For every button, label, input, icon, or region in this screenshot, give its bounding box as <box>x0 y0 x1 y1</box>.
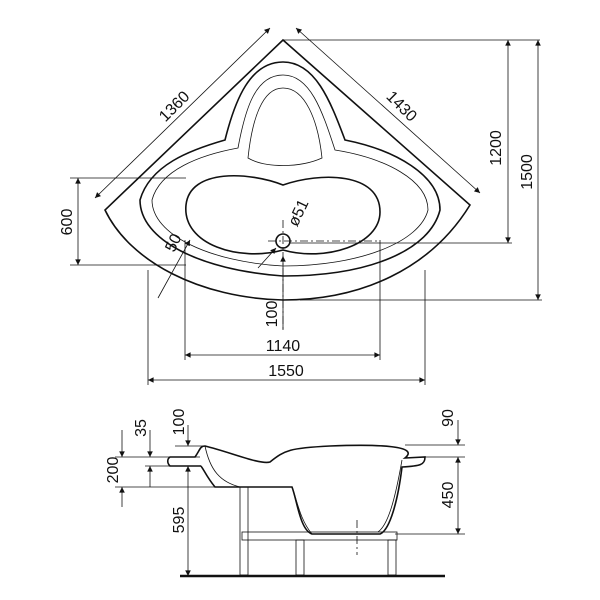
label-100: 100 <box>264 301 281 328</box>
label-1360: 1360 <box>156 88 193 125</box>
label-595: 595 <box>171 507 188 534</box>
label-50: 50 <box>162 231 185 254</box>
dim-line-1360 <box>94 27 271 199</box>
label-600: 600 <box>59 209 76 236</box>
label-200: 200 <box>105 457 122 484</box>
dim-line-drain <box>257 247 277 269</box>
leg <box>387 539 397 576</box>
side-view: 35 100 90 200 450 595 <box>105 409 465 578</box>
headrest-outline <box>247 87 323 166</box>
label-90: 90 <box>440 409 457 427</box>
leg <box>239 486 249 576</box>
tub-profile-inner <box>204 445 403 535</box>
label-1140: 1140 <box>266 338 301 355</box>
leg <box>295 539 305 576</box>
label-1430: 1430 <box>383 88 420 125</box>
top-view: 1360 1430 1200 1500 600 50 ø51 100 1140 … <box>59 27 542 385</box>
dim-line-50 <box>157 239 191 299</box>
label-1200: 1200 <box>488 130 505 166</box>
dim-line-1430 <box>295 27 481 194</box>
label-450: 450 <box>440 482 457 509</box>
label-drain-diameter: ø51 <box>285 197 312 229</box>
tub-profile-outer <box>166 444 426 535</box>
base-frame <box>241 531 398 541</box>
label-35: 35 <box>133 419 150 437</box>
support-legs <box>239 486 397 576</box>
label-1550: 1550 <box>268 363 304 380</box>
label-100: 100 <box>171 409 188 436</box>
label-1500: 1500 <box>519 154 536 190</box>
